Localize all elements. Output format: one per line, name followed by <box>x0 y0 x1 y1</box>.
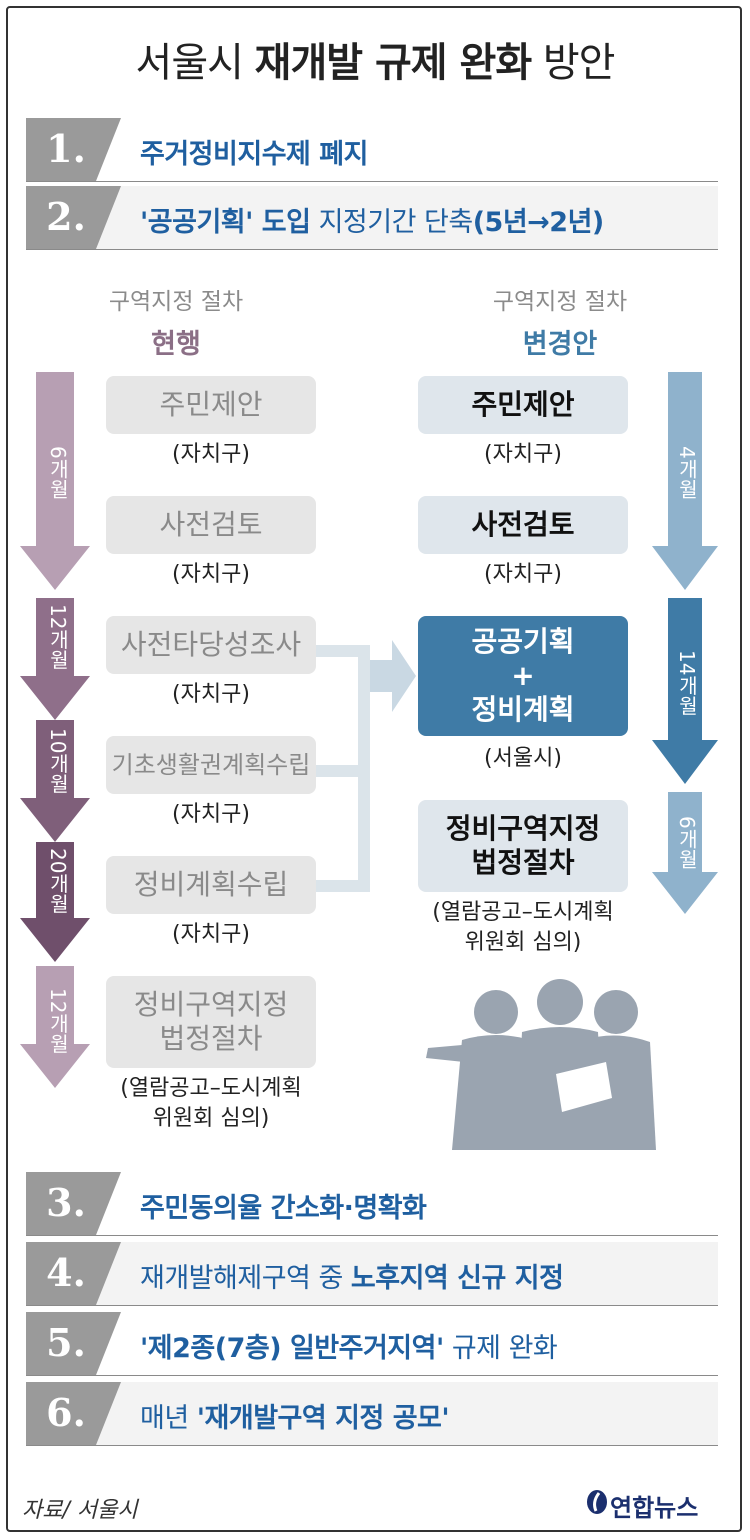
item-number: 1. <box>46 126 86 171</box>
policy-item-6: 6. 매년 '재개발구역 지정 공모' <box>26 1382 718 1446</box>
item-text-segment: 지정기간 단축 <box>310 207 474 238</box>
item-text-segment: '재개발구역 지정 공모' <box>196 1403 450 1434</box>
item-text-segment: '제2종(7층) 일반주거지역' <box>140 1333 444 1364</box>
policy-item-2: 2. '공공기획' 도입 지정기간 단축(5년→2년) <box>26 186 718 250</box>
proposed-duration-label-3: 6개월 <box>675 816 699 869</box>
row-divider <box>26 1445 718 1446</box>
item-number-badge: 1. <box>26 118 121 181</box>
page-title: 서울시 재개발 규제 완화 방안 <box>0 30 750 88</box>
policy-item-4: 4. 재개발해제구역 중 노후지역 신규 지정 <box>26 1242 718 1306</box>
proposed-step-3-caption: (서울시) <box>484 746 562 771</box>
current-duration-label-2: 12개월 <box>46 604 70 670</box>
row-divider <box>26 181 718 182</box>
current-duration-label-3: 10개월 <box>46 728 70 794</box>
item-text-segment: '공공기획' 도입 <box>140 207 311 238</box>
current-step-3: 사전타당성조사 <box>106 616 316 674</box>
proposed-step-4: 정비구역지정 법정절차 <box>418 800 628 892</box>
current-step-3-caption: (자치구) <box>172 682 250 707</box>
proposed-step-1-caption: (자치구) <box>484 442 562 467</box>
title-prefix: 서울시 <box>135 40 244 86</box>
proposed-step-4-caption: (열람공고–도시계획 위원회 심의) <box>432 900 614 955</box>
title-suffix: 방안 <box>542 40 616 86</box>
current-duration-label-1: 6개월 <box>46 446 70 499</box>
current-step-5-caption: (자치구) <box>172 922 250 947</box>
item-text: 주거정비지수제 폐지 <box>140 132 368 171</box>
infographic-frame <box>6 6 742 1532</box>
item-number-badge: 5. <box>26 1312 121 1375</box>
current-heading: 현행 <box>151 329 201 360</box>
current-step-5: 정비계획수립 <box>106 856 316 914</box>
item-number: 3. <box>46 1180 86 1225</box>
current-step-4: 기초생활권계획수립 <box>106 736 316 794</box>
current-step-1-caption: (자치구) <box>172 442 250 467</box>
current-step-2-caption: (자치구) <box>172 562 250 587</box>
item-number: 2. <box>46 194 86 239</box>
current-column-header: 구역지정 절차 현행 <box>56 282 296 361</box>
current-step-1: 주민제안 <box>106 376 316 434</box>
item-text-segment: (5년→2년) <box>472 207 605 238</box>
item-text-segment: 매년 <box>140 1403 197 1434</box>
item-number-badge: 2. <box>26 186 121 249</box>
current-duration-label-5: 12개월 <box>46 988 70 1054</box>
item-text-segment: 규제 완화 <box>443 1333 558 1364</box>
item-text: '공공기획' 도입 지정기간 단축(5년→2년) <box>140 200 604 239</box>
yonhap-logo-icon <box>587 1490 607 1514</box>
current-subtitle: 구역지정 절차 <box>108 289 244 315</box>
proposed-heading: 변경안 <box>522 329 598 360</box>
item-number: 5. <box>46 1320 86 1365</box>
item-text: 매년 '재개발구역 지정 공모' <box>140 1396 450 1435</box>
item-text-segment: 주거정비지수제 폐지 <box>140 139 368 170</box>
proposed-duration-label-2: 14개월 <box>675 650 699 716</box>
proposed-step-3: 공공기획 + 정비계획 <box>418 616 628 736</box>
item-text-segment: 주민동의율 간소화·명확화 <box>140 1193 427 1224</box>
current-step-4-caption: (자치구) <box>172 802 250 827</box>
proposed-step-2-caption: (자치구) <box>484 562 562 587</box>
policy-item-3: 3. 주민동의율 간소화·명확화 <box>26 1172 718 1236</box>
source-credit: 자료/ 서울시 <box>22 1498 138 1523</box>
current-step-6: 정비구역지정 법정절차 <box>106 976 316 1068</box>
proposed-step-1: 주민제안 <box>418 376 628 434</box>
row-divider <box>26 249 718 250</box>
proposed-column-header: 구역지정 절차 변경안 <box>440 282 680 361</box>
row-divider <box>26 1235 718 1236</box>
row-divider <box>26 1375 718 1376</box>
item-number-badge: 3. <box>26 1172 121 1235</box>
current-step-6-caption: (열람공고–도시계획 위원회 심의) <box>120 1076 302 1131</box>
title-bold: 재개발 규제 완화 <box>254 40 532 86</box>
item-text: 재개발해제구역 중 노후지역 신규 지정 <box>140 1256 564 1295</box>
policy-item-5: 5. '제2종(7층) 일반주거지역' 규제 완화 <box>26 1312 718 1376</box>
item-number-badge: 6. <box>26 1382 121 1445</box>
current-step-2: 사전검토 <box>106 496 316 554</box>
proposed-duration-label-1: 4개월 <box>675 446 699 499</box>
policy-item-1: 1. 주거정비지수제 폐지 <box>26 118 718 182</box>
item-number: 4. <box>46 1250 86 1295</box>
item-text-segment: 노후지역 신규 지정 <box>350 1263 564 1294</box>
item-text: '제2종(7층) 일반주거지역' 규제 완화 <box>140 1326 558 1365</box>
item-number-badge: 4. <box>26 1242 121 1305</box>
proposed-subtitle: 구역지정 절차 <box>492 289 628 315</box>
item-number: 6. <box>46 1390 86 1435</box>
proposed-step-2: 사전검토 <box>418 496 628 554</box>
item-text: 주민동의율 간소화·명확화 <box>140 1186 427 1225</box>
brand-name: 연합뉴스 <box>610 1494 699 1522</box>
row-divider <box>26 1305 718 1306</box>
current-duration-label-4: 20개월 <box>46 848 70 914</box>
item-text-segment: 재개발해제구역 중 <box>140 1263 351 1294</box>
